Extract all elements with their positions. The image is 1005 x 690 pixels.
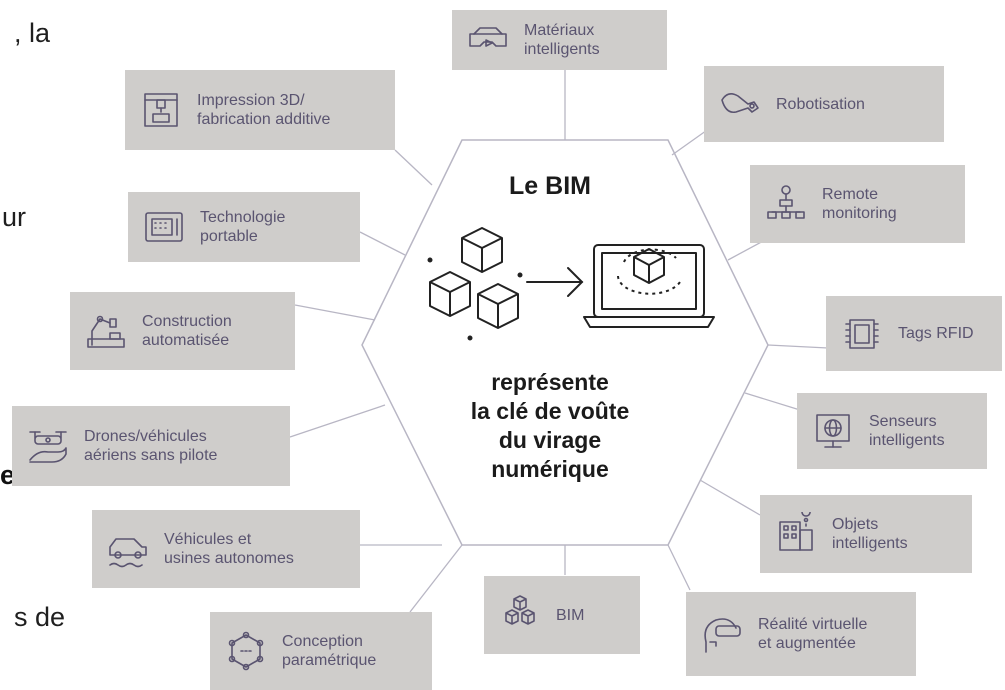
smart-building-icon (774, 512, 818, 556)
drone-hand-icon (26, 424, 70, 468)
node-label: et augmentée (758, 635, 856, 652)
connector-senseurs (744, 392, 801, 411)
tablet-icon (142, 205, 186, 249)
cubes-illustration (427, 227, 523, 341)
rfid-chip-icon (840, 312, 884, 356)
node-tags: Tags RFID (826, 296, 1002, 371)
connector-remote (727, 239, 766, 261)
hub-title: Le BIM (509, 172, 591, 200)
connector-impression (394, 149, 433, 186)
hub-line: du virage (498, 427, 602, 453)
3d-printer-icon (139, 88, 183, 132)
hub-line: la clé de voûte (470, 398, 630, 424)
node-objets: Objets intelligents (760, 495, 972, 573)
node-label: Remote (822, 186, 879, 203)
node-robotisation: Robotisation (704, 66, 944, 142)
node-drones: Drones/véhicules aériens sans pilote (12, 406, 290, 486)
node-conception: Conception paramétrique (210, 612, 432, 690)
node-label: Tags RFID (898, 325, 974, 342)
connector-objets (699, 479, 761, 516)
node-senseurs: Senseurs intelligents (797, 393, 987, 469)
hub-line: numérique (491, 456, 609, 482)
parametric-hex-icon (224, 629, 268, 673)
bg-fragment-s-de: s de (14, 602, 66, 632)
node-bim: BIM (484, 576, 640, 654)
network-monitor-icon (764, 182, 808, 226)
node-technologie: Technologie portable (128, 192, 360, 262)
node-realite: Réalité virtuelle et augmentée (686, 592, 916, 676)
node-label: Drones/véhicules (84, 428, 207, 445)
connector-tags (767, 344, 829, 349)
node-label: Conception (282, 633, 363, 650)
connector-technologie (359, 231, 406, 256)
node-vehicules: Véhicules et usines autonomes (92, 510, 360, 588)
node-label: intelligents (832, 535, 908, 552)
node-label: Construction (142, 313, 232, 330)
node-label: Réalité virtuelle (758, 616, 868, 633)
cubes-icon (498, 593, 542, 637)
node-impression: Impression 3D/fabrication additive (125, 70, 395, 150)
node-label: usines autonomes (164, 550, 294, 567)
connector-conception (409, 544, 463, 613)
bg-fragment-ur: ur (2, 202, 27, 232)
node-label: portable (200, 228, 258, 245)
laptop-illustration (583, 244, 715, 328)
sensor-globe-icon (811, 409, 855, 453)
node-label: Véhicules et (164, 531, 252, 548)
autonomous-car-icon (106, 527, 150, 571)
node-label: fabrication additive (197, 111, 331, 128)
node-label: paramétrique (282, 652, 377, 669)
arrow-right-icon (526, 267, 584, 297)
node-label: Robotisation (776, 95, 865, 113)
bg-fragment-la: , la (14, 18, 51, 48)
connector-drones (289, 404, 386, 438)
node-label: aériens sans pilote (84, 447, 218, 464)
robot-factory-icon (84, 309, 128, 353)
connector-realite (667, 544, 691, 591)
vr-glasses-icon (466, 18, 510, 62)
node-label: intelligents (524, 41, 600, 58)
node-label: BIM (556, 606, 585, 624)
node-construction: Construction automatisée (70, 292, 295, 370)
node-label: automatisée (142, 332, 230, 349)
node-label: Matériaux (524, 22, 595, 39)
node-materiaux: Matériaux intelligents (452, 10, 667, 70)
connector-construction (294, 304, 376, 321)
robot-arm-icon (718, 82, 762, 126)
node-label: Technologie (200, 209, 286, 226)
hub-statement: représente la clé de voûte du virage num… (420, 368, 680, 484)
connector-robotisation (671, 127, 711, 156)
node-label: Objets (832, 516, 879, 533)
node-label: intelligents (869, 432, 945, 449)
hub-line: représente (491, 369, 609, 395)
node-label: Impression 3D/ (197, 92, 305, 109)
node-label: Senseurs (869, 413, 937, 430)
node-remote: Remote monitoring (750, 165, 965, 243)
vr-headset-icon (700, 612, 744, 656)
node-label: monitoring (822, 205, 897, 222)
